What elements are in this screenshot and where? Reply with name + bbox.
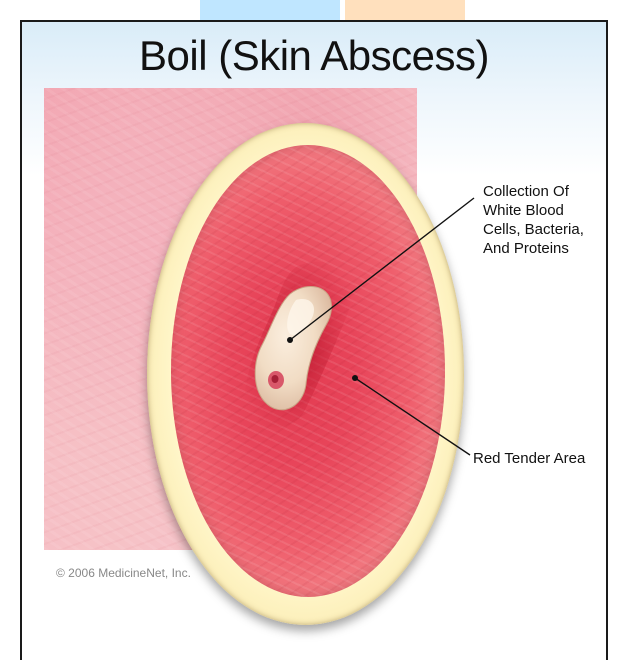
collection-label: Collection Of White Blood Cells, Bacteri… <box>483 182 584 258</box>
red-area-leader-dot <box>352 375 358 381</box>
collection-leader-dot <box>287 337 293 343</box>
collection-label-line: Cells, Bacteria, <box>483 220 584 239</box>
red-area-leader-line <box>355 378 470 455</box>
collection-label-line: And Proteins <box>483 239 584 258</box>
red-tender-area-label: Red Tender Area <box>473 449 585 468</box>
copyright-notice: © 2006 MedicineNet, Inc. <box>56 566 191 580</box>
collection-label-line: White Blood <box>483 201 584 220</box>
collection-label-line: Collection Of <box>483 182 584 201</box>
